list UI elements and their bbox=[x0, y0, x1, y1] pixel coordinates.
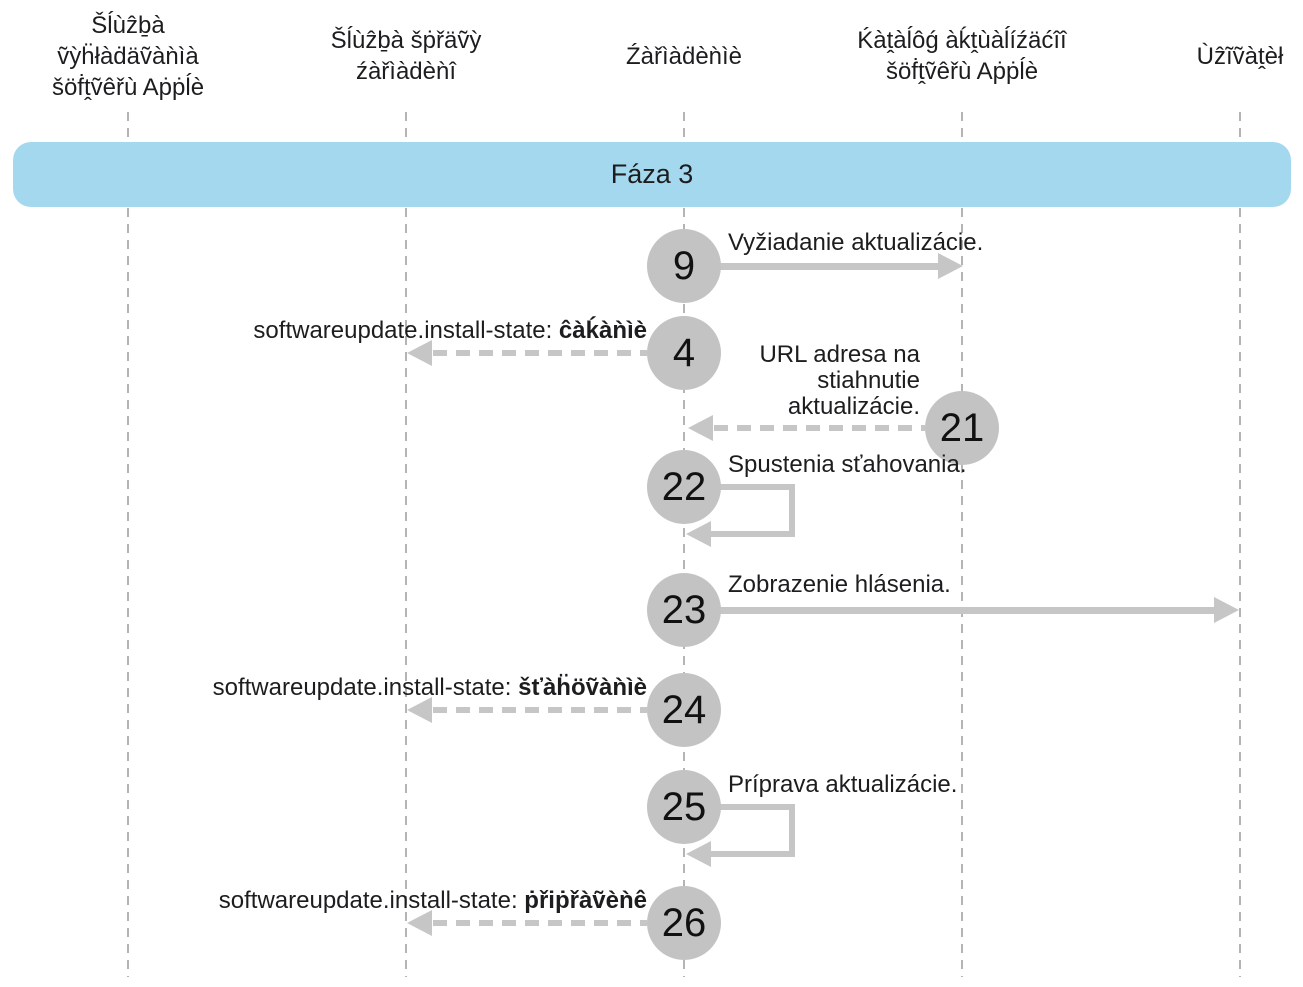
lane-header-device-management-service: Šĺùẑḇà šṗřäṽỳ źàřìàḋèǹî bbox=[268, 0, 544, 112]
install-state-prefix: softwareupdate.install-state: bbox=[218, 887, 525, 914]
lane-header-update-catalog: Ḱàṱàĺôǵ àḱṱùàĺíźäćîî šöḟṱṽêřù Aṗṗĺè bbox=[824, 0, 1100, 112]
step-24-label: softwareupdate.install-state: šťàḧöṽàǹìè bbox=[213, 675, 647, 701]
lane-label: Ḱàṱàĺôǵ àḱṱùàĺíźäćîî šöḟṱṽêřù Aṗṗĺè bbox=[857, 27, 1067, 85]
lane-header-user: Ùẑĩṽàṱèł bbox=[1102, 0, 1303, 112]
step-22-self-loop-arrow bbox=[700, 484, 795, 537]
step-9-arrow bbox=[716, 263, 940, 270]
step-23-number: 23 bbox=[661, 587, 707, 632]
step-circle-9: 9 bbox=[647, 229, 721, 303]
step-21-arrow bbox=[714, 425, 925, 431]
lane-line-device-management-service bbox=[405, 112, 407, 977]
install-state-prefix: softwareupdate.install-state: bbox=[253, 317, 559, 344]
step-24-arrow bbox=[433, 707, 647, 713]
step-26-number: 26 bbox=[661, 900, 707, 945]
lane-line-user bbox=[1239, 112, 1241, 977]
step-21-label: URL adresa na stiahnutie aktualizácie. bbox=[759, 341, 920, 420]
step-21-arrowhead-icon bbox=[688, 415, 713, 441]
step-25-arrowhead-icon bbox=[686, 841, 711, 867]
step-26-arrow bbox=[433, 920, 647, 926]
lane-line-lookup-service bbox=[127, 112, 129, 977]
step-4-label: softwareupdate.install-state: ĉàḱàǹìè bbox=[253, 318, 647, 344]
step-23-arrow bbox=[716, 607, 1216, 614]
step-25-label: Príprava aktualizácie. bbox=[728, 771, 958, 798]
step-4-number: 4 bbox=[672, 330, 696, 375]
install-state-value: ĉàḱàǹìè bbox=[558, 317, 647, 344]
step-circle-4: 4 bbox=[647, 316, 721, 390]
step-26-arrowhead-icon bbox=[407, 910, 432, 936]
step-22-number: 22 bbox=[661, 464, 707, 509]
step-25-number: 25 bbox=[661, 784, 707, 829]
install-state-value: šťàḧöṽàǹìè bbox=[518, 674, 647, 701]
step-21-number: 21 bbox=[939, 405, 985, 450]
step-circle-22: 22 bbox=[647, 450, 721, 524]
step-22-arrowhead-icon bbox=[686, 521, 711, 547]
lane-header-device: Źàřìàḋèǹìè bbox=[546, 0, 822, 112]
phase-banner-label: Fáza 3 bbox=[610, 159, 694, 189]
lane-header-lookup-service: Šĺùẑḇà ṽỳḧłàḋäṽàǹìà šöḟṱṽêřù Aṗṗĺè bbox=[0, 0, 266, 112]
lane-line-update-catalog bbox=[961, 112, 963, 977]
step-25-self-loop-arrow bbox=[700, 804, 795, 857]
install-state-prefix: softwareupdate.install-state: bbox=[212, 674, 519, 701]
step-circle-21: 21 bbox=[925, 391, 999, 465]
lane-line-device bbox=[683, 112, 685, 977]
lane-label: Šĺùẑḇà ṽỳḧłàḋäṽàǹìà šöḟṱṽêřù Aṗṗĺè bbox=[51, 11, 205, 101]
step-24-number: 24 bbox=[661, 687, 707, 732]
lane-label: Ùẑĩṽàṱèł bbox=[1196, 42, 1284, 70]
step-26-label: softwareupdate.install-state: ṗřiṗřàṽèǹê bbox=[219, 888, 647, 914]
step-9-arrowhead-icon bbox=[938, 253, 963, 279]
step-23-arrowhead-icon bbox=[1214, 597, 1239, 623]
step-9-label: Vyžiadanie aktualizácie. bbox=[728, 229, 984, 256]
lane-label: Šĺùẑḇà šṗřäṽỳ źàřìàḋèǹî bbox=[330, 27, 482, 85]
step-24-arrowhead-icon bbox=[407, 697, 432, 723]
step-23-label: Zobrazenie hlásenia. bbox=[728, 571, 951, 598]
step-circle-26: 26 bbox=[647, 886, 721, 960]
step-circle-23: 23 bbox=[647, 573, 721, 647]
install-state-value: ṗřiṗřàṽèǹê bbox=[524, 887, 647, 914]
step-9-number: 9 bbox=[672, 243, 696, 288]
step-4-arrow bbox=[433, 350, 647, 356]
step-circle-25: 25 bbox=[647, 770, 721, 844]
step-22-label: Spustenia sťahovania. bbox=[728, 451, 967, 478]
step-circle-24: 24 bbox=[647, 673, 721, 747]
lane-label: Źàřìàḋèǹìè bbox=[625, 42, 743, 70]
step-4-arrowhead-icon bbox=[407, 340, 432, 366]
phase-banner: Fáza 3 bbox=[13, 142, 1291, 207]
